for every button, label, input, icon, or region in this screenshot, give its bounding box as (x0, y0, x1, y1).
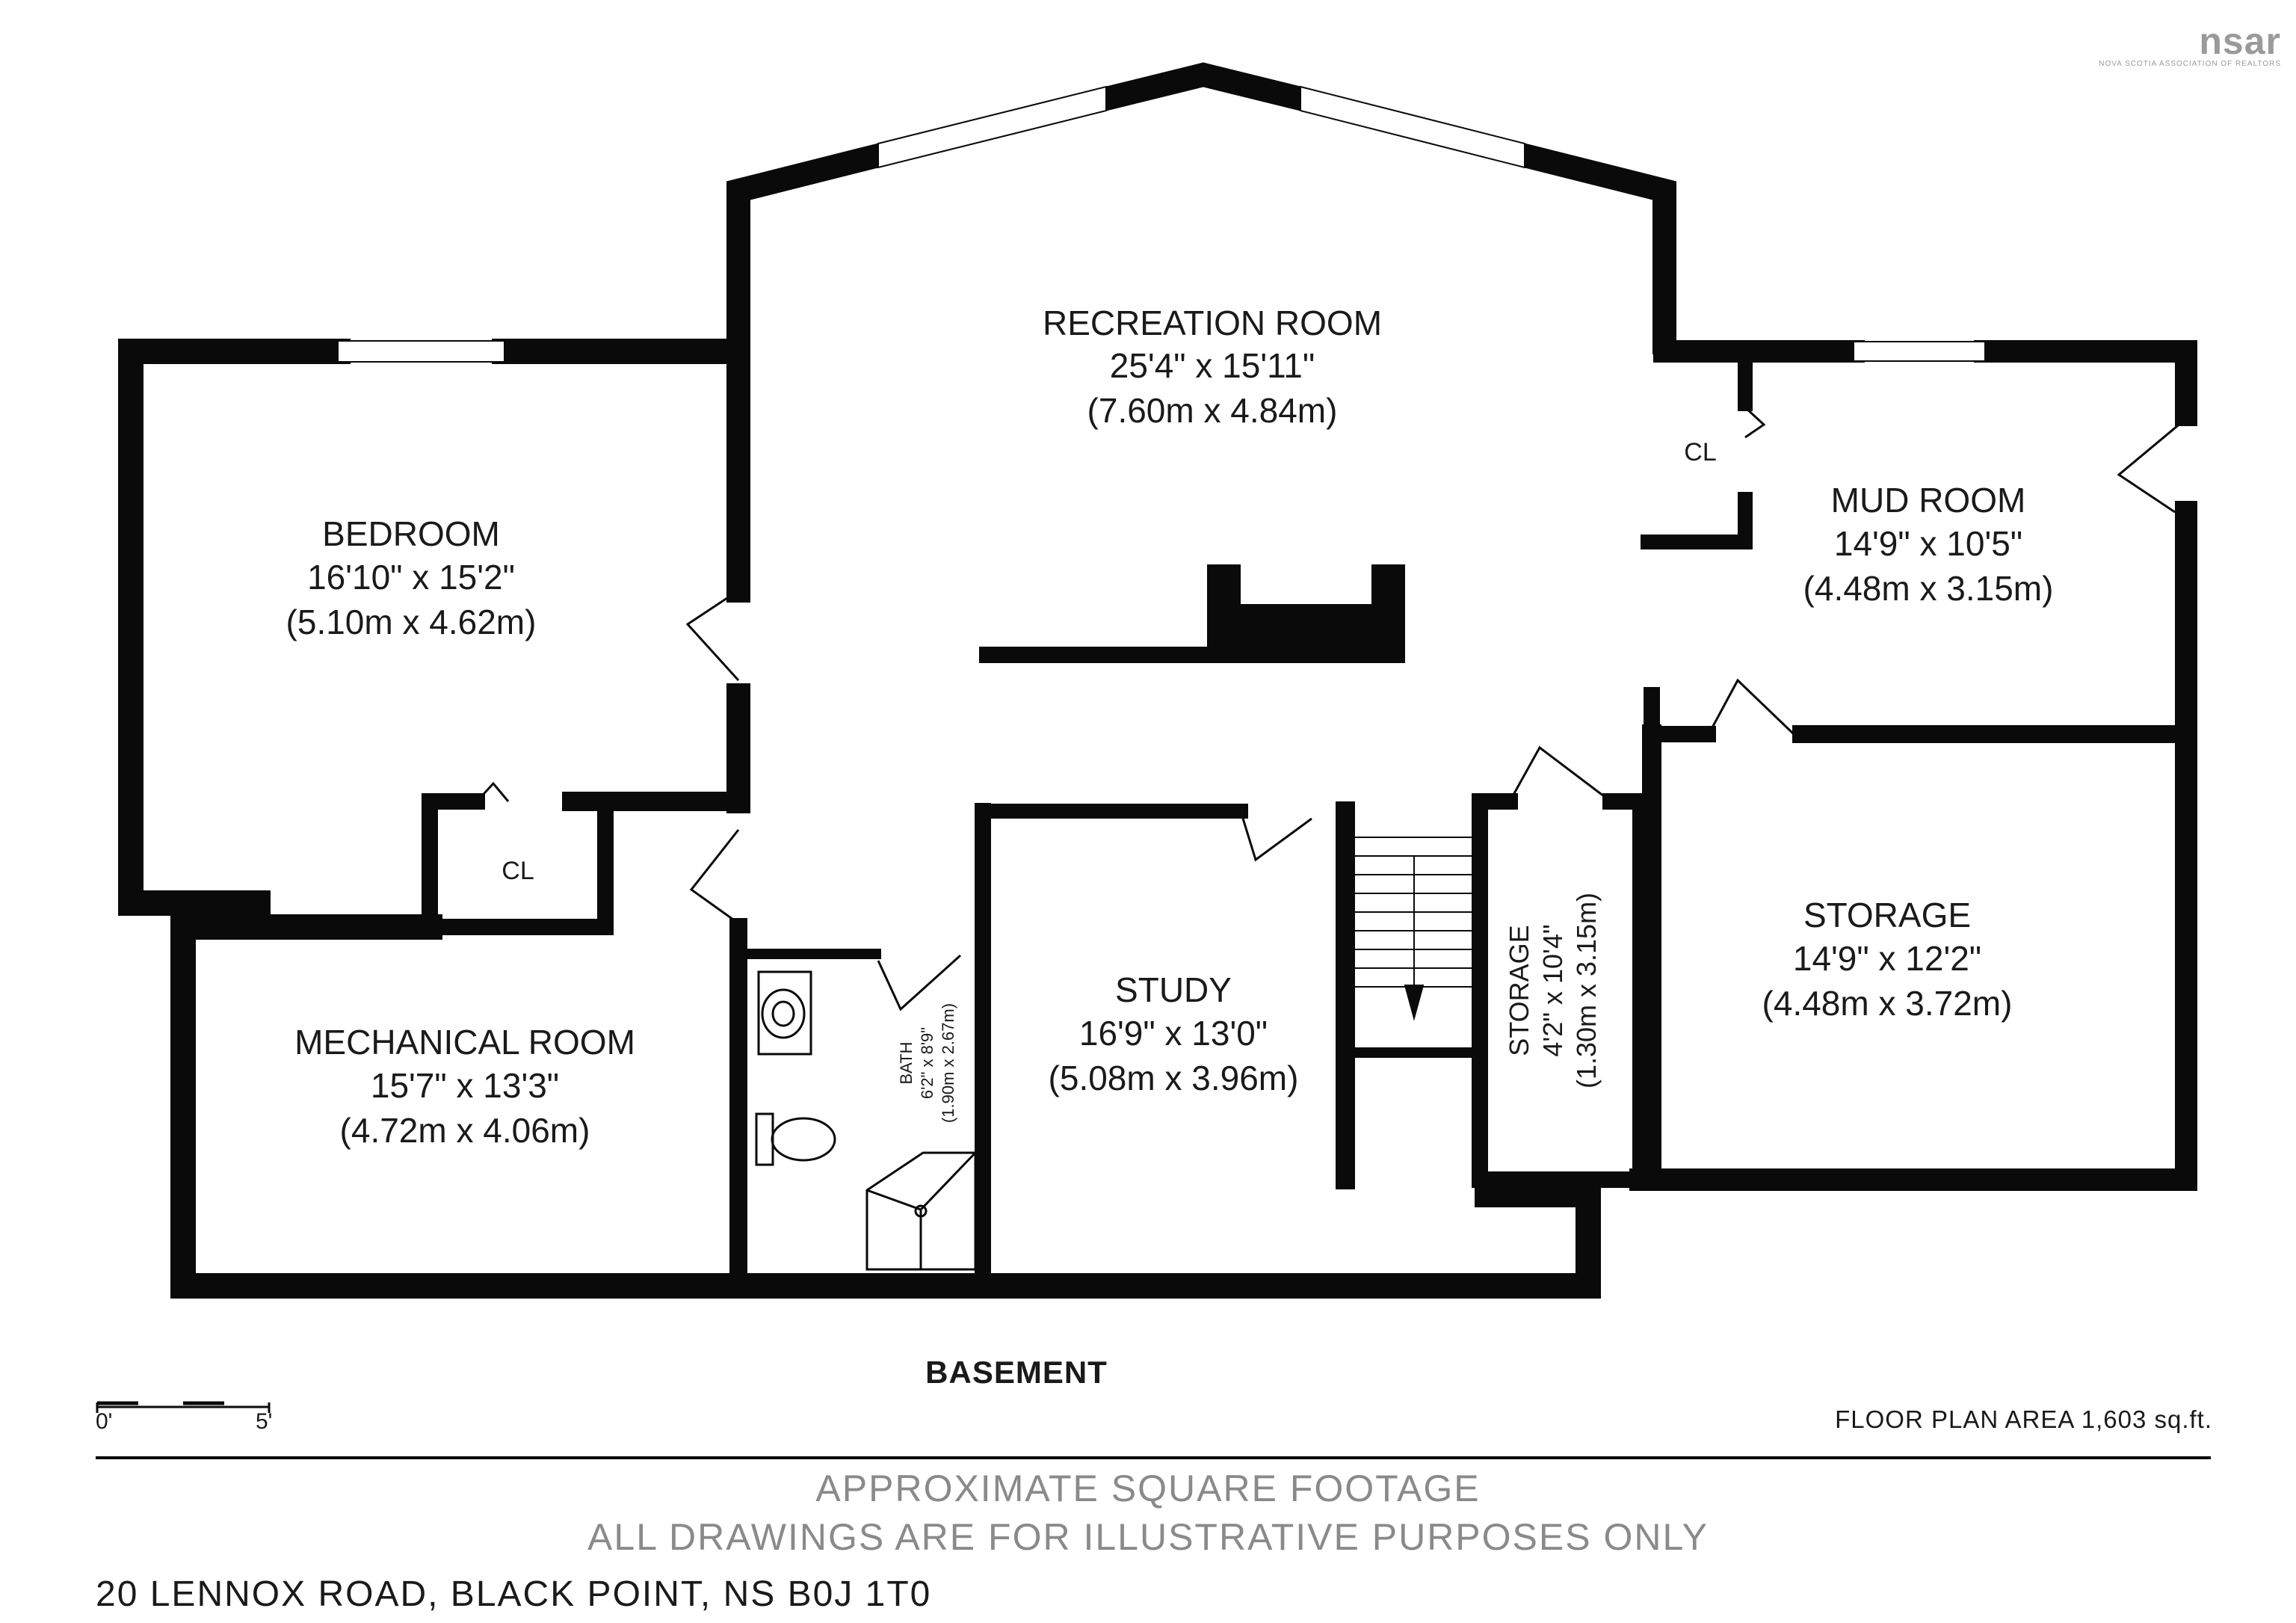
wall-rec-peak (1091, 62, 1315, 114)
shower-base (865, 1151, 977, 1271)
label-mud-metric: (4.48m x 3.15m) (1803, 569, 2054, 608)
label-bedroom-name: BEDROOM (322, 514, 500, 553)
label-bedroom-metric: (5.10m x 4.62m) (286, 603, 537, 641)
label-recreation-imperial: 25'4" x 15'11" (1110, 346, 1315, 385)
scale-end-label: 5' (256, 1409, 273, 1434)
label-recreation-metric: (7.60m x 4.84m) (1087, 391, 1338, 430)
wall-storage-left-stub (1644, 687, 1716, 742)
label-closet-mud: CL (1684, 438, 1716, 466)
door-small-storage (1508, 745, 1608, 802)
door-bedroom-closet (475, 781, 510, 803)
scale-bar (96, 1401, 271, 1413)
brand-logo: nsar NOVA SCOTIA ASSOCIATION OF REALTORS (2099, 22, 2281, 69)
window-mud (1853, 341, 1986, 362)
logo-subtitle: NOVA SCOTIA ASSOCIATION OF REALTORS (2099, 60, 2281, 68)
label-bedroom-imperial: 16'10" x 15'2" (307, 558, 515, 597)
label-closet-bedroom: CL (502, 857, 534, 885)
label-study-metric: (5.08m x 3.96m) (1049, 1059, 1299, 1097)
shower-drain (914, 1204, 928, 1218)
label-bath-imperial: 6'2" x 8'9" (918, 1027, 936, 1099)
label-storage-metric: (4.48m x 3.72m) (1762, 984, 2013, 1023)
label-mechanical-name: MECHANICAL ROOM (294, 1023, 635, 1062)
walls (118, 62, 2197, 1299)
bath-fixtures (755, 970, 977, 1271)
label-small-storage-metric: (1.30m x 3.15m) (1571, 893, 1602, 1088)
toilet-bowl (771, 1117, 836, 1162)
label-recreation-name: RECREATION ROOM (1043, 304, 1382, 342)
disclaimer-line-1: APPROXIMATE SQUARE FOOTAGE (815, 1468, 1481, 1509)
label-storage-name: STORAGE (1803, 896, 1971, 934)
door-mud-exterior (2117, 417, 2187, 514)
label-small-storage: STORAGE 4'2" x 10'4" (1.30m x 3.15m) (1504, 893, 1602, 1088)
sink-drain (771, 1000, 795, 1027)
scale-start-label: 0' (96, 1409, 113, 1434)
door-mechanical (689, 829, 740, 925)
wall-mud-right-lower (1629, 501, 2197, 1191)
door-study (1239, 810, 1312, 862)
floor-area: FLOOR PLAN AREA 1,603 sq.ft. (1835, 1405, 2212, 1433)
wall-bedroom-closet (422, 793, 614, 935)
wall-mud-closet (1641, 359, 1753, 549)
property-address: 20 LENNOX ROAD, BLACK POINT, NS B0J 1T0 (96, 1574, 932, 1614)
door-bath (877, 954, 962, 1011)
room-labels: RECREATION ROOM 25'4" x 15'11" (7.60m x … (286, 304, 2054, 1150)
label-bath-name: BATH (897, 1041, 916, 1084)
window-rec-right (1300, 85, 1525, 169)
floor-title: BASEMENT (925, 1355, 1108, 1390)
window-bedroom (337, 340, 505, 363)
label-bath-metric: (1.90m x 2.67m) (939, 1003, 957, 1123)
label-small-storage-imperial: 4'2" x 10'4" (1537, 924, 1568, 1056)
windows (337, 85, 1986, 363)
sink-counter (757, 970, 812, 1056)
wall-rec-right (1510, 141, 1676, 354)
label-mud-name: MUD ROOM (1831, 481, 2026, 520)
label-mechanical-metric: (4.72m x 4.06m) (340, 1111, 590, 1150)
stairs (1354, 837, 1475, 1051)
doors (475, 406, 2187, 1011)
door-bedroom (685, 589, 740, 682)
label-small-storage-name: STORAGE (1504, 925, 1534, 1056)
fireplace (979, 564, 1405, 663)
label-bath: BATH 6'2" x 8'9" (1.90m x 2.67m) (897, 1003, 957, 1123)
disclaimer-line-2: ALL DRAWINGS ARE FOR ILLUSTRATIVE PURPOS… (587, 1516, 1709, 1558)
door-storage (1710, 678, 1795, 736)
label-study-imperial: 16'9" x 13'0" (1079, 1014, 1268, 1053)
label-mechanical-imperial: 15'7" x 13'3" (371, 1066, 559, 1105)
fireplace-box (1207, 604, 1405, 663)
shower-lines (866, 1151, 977, 1269)
wall-mechanical (170, 914, 1601, 1299)
label-mud-imperial: 14'9" x 10'5" (1834, 524, 2022, 563)
window-rec-left (877, 85, 1107, 169)
label-study-name: STUDY (1115, 970, 1232, 1009)
stairs-arrow-head (1404, 985, 1425, 1021)
label-storage-imperial: 14'9" x 12'2" (1793, 939, 1981, 978)
door-mud-closet (1744, 406, 1766, 439)
logo-wordmark: nsar (2199, 20, 2281, 62)
wall-small-storage (1472, 793, 1649, 1188)
wall-rec-left (726, 141, 893, 369)
sink-basin (761, 988, 806, 1039)
stairs-outline (1354, 837, 1475, 1051)
toilet-tank (755, 1112, 774, 1166)
